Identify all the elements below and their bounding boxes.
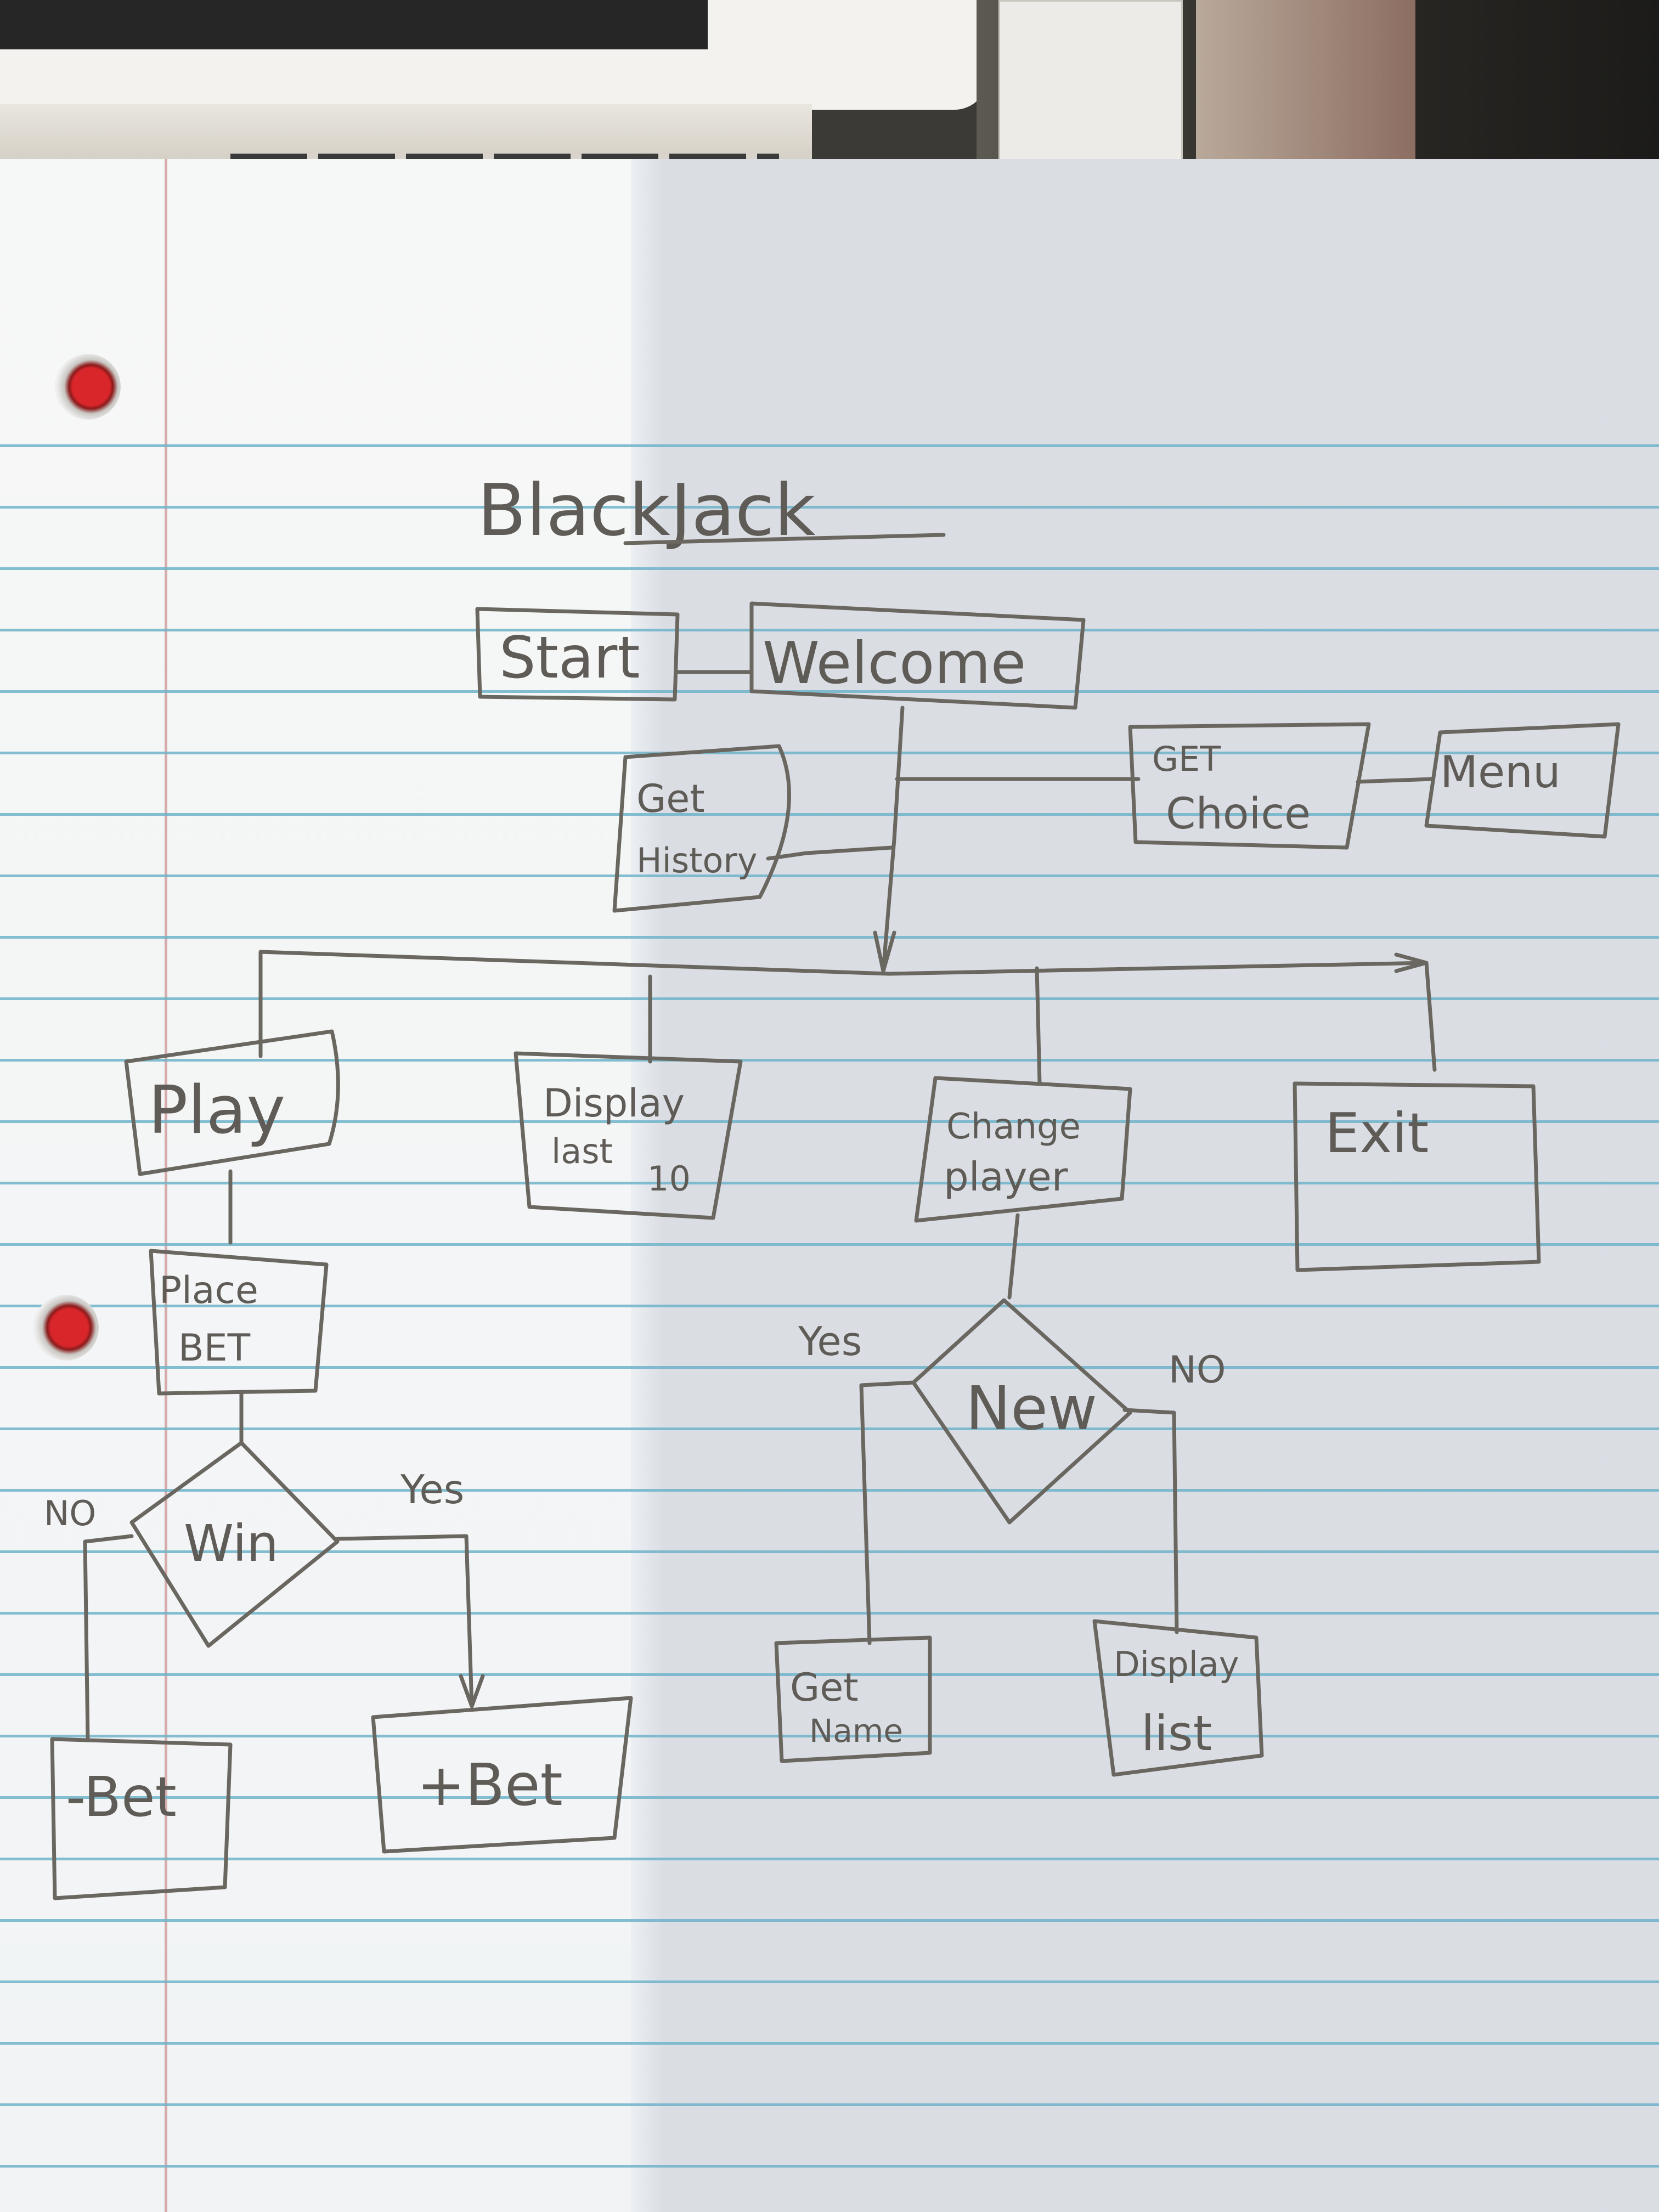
margin-line	[165, 159, 167, 2212]
node-welcome: Welcome	[749, 601, 1086, 710]
node-play: Play	[124, 1029, 340, 1176]
edge-label-new-yes: Yes	[798, 1318, 862, 1364]
ruled-line	[0, 874, 1659, 877]
node-get-choice: GET Choice	[1128, 722, 1371, 850]
svg-text:list: list	[1141, 1705, 1212, 1762]
ruled-line	[0, 1673, 1659, 1676]
svg-text:+Bet: +Bet	[417, 1752, 563, 1819]
edge-win-plusbet	[335, 1534, 474, 1708]
svg-text:last: last	[551, 1131, 613, 1171]
edge-label-win-yes: Yes	[400, 1466, 464, 1513]
node-get-name: Get Name	[774, 1635, 932, 1763]
ruled-line	[0, 752, 1659, 754]
ruled-line	[0, 1243, 1659, 1246]
svg-text:Change: Change	[946, 1107, 1081, 1147]
svg-text:Play: Play	[148, 1073, 285, 1149]
svg-text:Win: Win	[184, 1514, 279, 1573]
ruled-line	[0, 1366, 1659, 1369]
node-win: Win	[129, 1441, 340, 1648]
ruled-line	[0, 567, 1659, 570]
ruled-line	[0, 997, 1659, 1000]
svg-text:Start: Start	[499, 624, 640, 691]
edge-welcome-trunk	[892, 706, 905, 842]
ruled-line	[0, 1427, 1659, 1430]
ruled-line	[0, 2042, 1659, 2045]
svg-text:Welcome: Welcome	[763, 630, 1026, 697]
edge-win-minusbet	[83, 1534, 134, 1741]
svg-text:Menu: Menu	[1440, 747, 1561, 798]
ruled-line	[0, 690, 1659, 693]
node-exit: Exit	[1293, 1081, 1541, 1272]
node-minus-bet: -Bet	[50, 1737, 233, 1900]
node-plus-bet: +Bet	[371, 1696, 633, 1854]
svg-text:Place: Place	[159, 1269, 258, 1312]
svg-text:player: player	[944, 1154, 1068, 1200]
ruled-line	[0, 936, 1659, 939]
binder-hole-top	[55, 354, 121, 420]
edge-menu-branches	[258, 950, 1437, 1072]
node-display-list: Display list	[1092, 1619, 1264, 1777]
background-box	[998, 0, 1183, 190]
ruled-line	[0, 1550, 1659, 1553]
ruled-line	[0, 1489, 1659, 1492]
svg-text:Choice: Choice	[1166, 789, 1311, 839]
node-get-history: Get History	[612, 744, 791, 913]
node-menu: Menu	[1424, 722, 1621, 839]
svg-text:-Bet: -Bet	[66, 1765, 177, 1829]
node-place-bet: Place BET	[149, 1249, 329, 1396]
svg-text:Display: Display	[543, 1081, 685, 1126]
ruled-line	[0, 1796, 1659, 1799]
background-book	[1196, 0, 1415, 181]
ruled-line	[0, 1980, 1659, 1983]
svg-text:BET: BET	[178, 1327, 251, 1370]
edge-label-new-no: NO	[1169, 1348, 1226, 1392]
ruled-line	[0, 1182, 1659, 1184]
ruled-line	[0, 1612, 1659, 1615]
edge-trunk-history	[766, 845, 894, 861]
ruled-line	[0, 1305, 1659, 1307]
background-monitor	[0, 0, 708, 49]
ruled-line	[0, 1120, 1659, 1123]
ruled-line	[0, 1858, 1659, 1860]
ruled-line	[0, 1059, 1659, 1062]
ruled-line	[0, 2165, 1659, 2168]
svg-text:Exit: Exit	[1325, 1101, 1429, 1165]
ruled-line	[0, 629, 1659, 631]
ruled-line	[0, 2103, 1659, 2106]
notebook-paper	[0, 159, 1659, 2212]
edge-label-win-no: NO	[44, 1493, 96, 1533]
svg-text:Get: Get	[636, 776, 705, 821]
svg-text:Get: Get	[790, 1665, 859, 1710]
svg-text:Name: Name	[809, 1712, 903, 1750]
node-new: New	[911, 1298, 1132, 1525]
node-change-player: Change player	[914, 1076, 1132, 1223]
ruled-line	[0, 813, 1659, 816]
edge-new-getname	[859, 1380, 916, 1645]
ruled-line	[0, 444, 1659, 447]
node-start: Start	[475, 607, 680, 702]
ruled-line	[0, 506, 1659, 509]
svg-text:History: History	[636, 840, 758, 881]
svg-text:10: 10	[647, 1159, 691, 1199]
edge-getchoice-menu	[1356, 777, 1434, 784]
ruled-line	[0, 1735, 1659, 1737]
binder-hole-middle	[33, 1295, 99, 1361]
svg-text:Display: Display	[1114, 1644, 1239, 1684]
ruled-line	[0, 1919, 1659, 1922]
edge-change-new	[1007, 1213, 1020, 1300]
svg-text:New: New	[966, 1373, 1097, 1443]
edge-new-displaylist	[1122, 1408, 1179, 1634]
svg-text:GET: GET	[1152, 739, 1221, 779]
node-display-last-10: Display last 10	[514, 1051, 743, 1220]
